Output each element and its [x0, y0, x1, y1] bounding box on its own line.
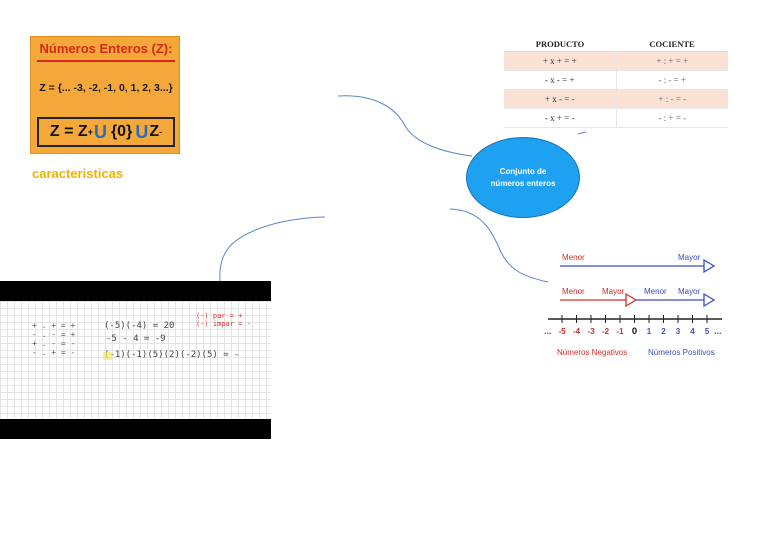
cociente-cell: + : - = - — [615, 89, 728, 109]
table-row: + x + = + + : + = + — [504, 51, 728, 71]
sign-rules-table: PRODUCTO COCIENTE + x + = + + : + = + - … — [504, 36, 728, 128]
mayor-label-neg: Mayor — [602, 287, 625, 296]
menor-label-top: Menor — [562, 253, 585, 262]
tick-label: 2 — [661, 327, 666, 336]
integers-set: Z = {... -3, -2, -1, 0, 1, 2, 3...} — [39, 82, 173, 94]
connector-to-video — [219, 216, 326, 284]
formula-zero: {0} — [110, 123, 133, 140]
central-topic-label: Conjunto de números enteros — [490, 166, 556, 188]
hw-rule-2: - . - = + — [32, 330, 76, 339]
formula-z: Z = Z — [49, 123, 88, 140]
header-cociente: COCIENTE — [616, 36, 728, 52]
formula-zminus: Z — [149, 123, 160, 140]
cociente-cell: - : + = - — [615, 108, 728, 128]
tick-label: 0 — [632, 326, 637, 337]
producto-cell: + x - = - — [504, 89, 616, 109]
header-producto: PRODUCTO — [504, 36, 616, 52]
table-header-row: PRODUCTO COCIENTE — [504, 36, 728, 52]
table-row: - x + = - - : + = - — [504, 108, 728, 128]
hw-note-1: (-) par = + — [196, 312, 243, 320]
tick-label: -2 — [602, 327, 610, 336]
integers-definition-card: Números Enteros (Z): Z = {... -3, -2, -1… — [30, 36, 180, 154]
integers-title: Números Enteros (Z): — [39, 41, 173, 56]
mayor-label-top: Mayor — [678, 253, 701, 262]
title-underline — [37, 60, 175, 62]
table-row: - x - = + - : - = + — [504, 70, 728, 90]
right-ellipsis: ... — [714, 326, 722, 336]
central-topic-node[interactable]: Conjunto de números enteros — [466, 137, 580, 218]
negatives-label: Números Negativos — [557, 348, 627, 357]
union-symbol-1: U — [93, 121, 107, 142]
tick-label: -3 — [587, 327, 595, 336]
hw-rule-1: + . + = + — [32, 321, 76, 330]
increase-arrow-head — [703, 258, 716, 274]
tick-label: -5 — [558, 327, 566, 336]
tick-label: 4 — [690, 327, 695, 336]
video-panel[interactable]: + . + = + - . - = + + . - = - - . + = - … — [0, 281, 271, 439]
connector-to-numberline — [449, 208, 549, 283]
connector-to-table-tick — [577, 131, 587, 135]
positive-arrow-head — [703, 292, 716, 308]
highlight-mark — [103, 352, 112, 360]
hw-note-2: (-) impar = - — [196, 320, 251, 328]
formula-minus-sup: - — [159, 127, 163, 137]
positives-label: Números Positivos — [648, 348, 715, 357]
table-row: + x - = - + : - = - — [504, 89, 728, 109]
tick-label: 1 — [647, 327, 652, 336]
hw-eq-1: (-5)(-4) = 20 — [104, 321, 175, 331]
negative-arrow-head — [625, 292, 638, 308]
menor-label-pos: Menor — [644, 287, 667, 296]
tick-label: 5 — [705, 327, 710, 336]
producto-cell: + x + = + — [504, 51, 616, 71]
cociente-cell: - : - = + — [615, 70, 728, 90]
whiteboard-grid: + . + = + - . - = + + . - = - - . + = - … — [0, 301, 271, 419]
producto-cell: - x - = + — [504, 70, 616, 90]
formula-plus-sup: + — [87, 127, 93, 137]
hw-eq-2: -5 - 4 = -9 — [106, 334, 166, 344]
left-ellipsis: ... — [544, 326, 552, 336]
hw-eq-3: (-1)(-1)(5)(2)(-2)(5) = - — [104, 350, 240, 360]
tick-label: -1 — [616, 327, 624, 336]
cociente-cell: + : + = + — [615, 51, 728, 71]
tick-label: 3 — [676, 327, 681, 336]
characteristics-caption: caracteristicas — [32, 166, 124, 181]
connector-to-table — [337, 95, 473, 157]
menor-label-neg: Menor — [562, 287, 585, 296]
number-line-diagram: Menor Mayor Menor Mayor Menor Mayor -5 -4… — [544, 253, 722, 357]
hw-rule-4: - . + = - — [32, 348, 76, 357]
tick-label: -4 — [573, 327, 581, 336]
mayor-label-pos: Mayor — [678, 287, 701, 296]
producto-cell: - x + = - — [504, 108, 616, 128]
union-symbol-2: U — [135, 121, 149, 142]
hw-rule-3: + . - = - — [32, 339, 76, 348]
